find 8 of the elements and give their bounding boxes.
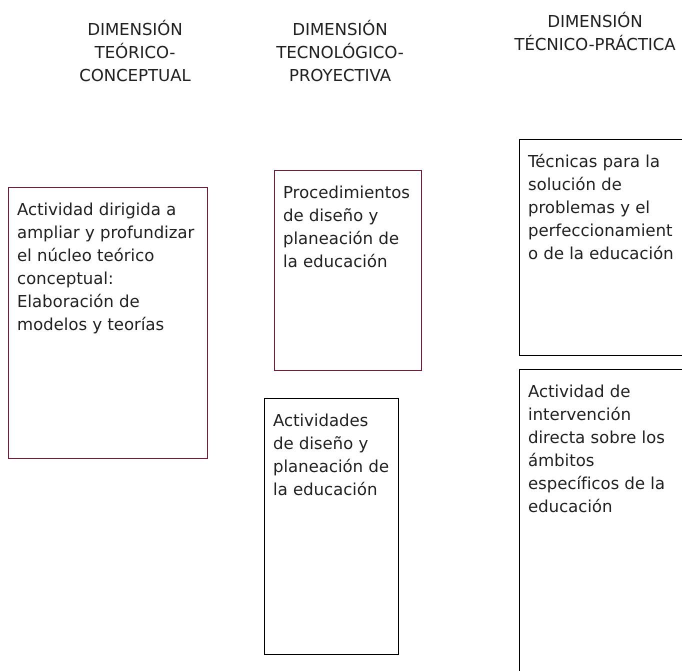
column-heading: DIMENSIÓN TEÓRICO-CONCEPTUAL: [78, 18, 192, 87]
text-box: Técnicas para la solución de problemas y el perfeccionamiento de la educación: [519, 139, 682, 356]
column-heading: DIMENSIÓN TECNOLÓGICO-PROYECTIVA: [275, 18, 405, 87]
text-box: Actividades de diseño y planeación de la educación: [264, 398, 399, 655]
text-box: Actividad de intervención directa sobre los ámbitos específicos de la educación: [519, 369, 682, 671]
text-box: Actividad dirigida a ampliar y profundizar el núcleo teórico conceptual: Elaboración de modelos y teorías: [8, 187, 208, 459]
text-box: Procedimientos de diseño y planeación de la educación: [274, 170, 422, 371]
column-heading: DIMENSIÓN TÉCNICO-PRÁCTICA: [513, 10, 677, 56]
